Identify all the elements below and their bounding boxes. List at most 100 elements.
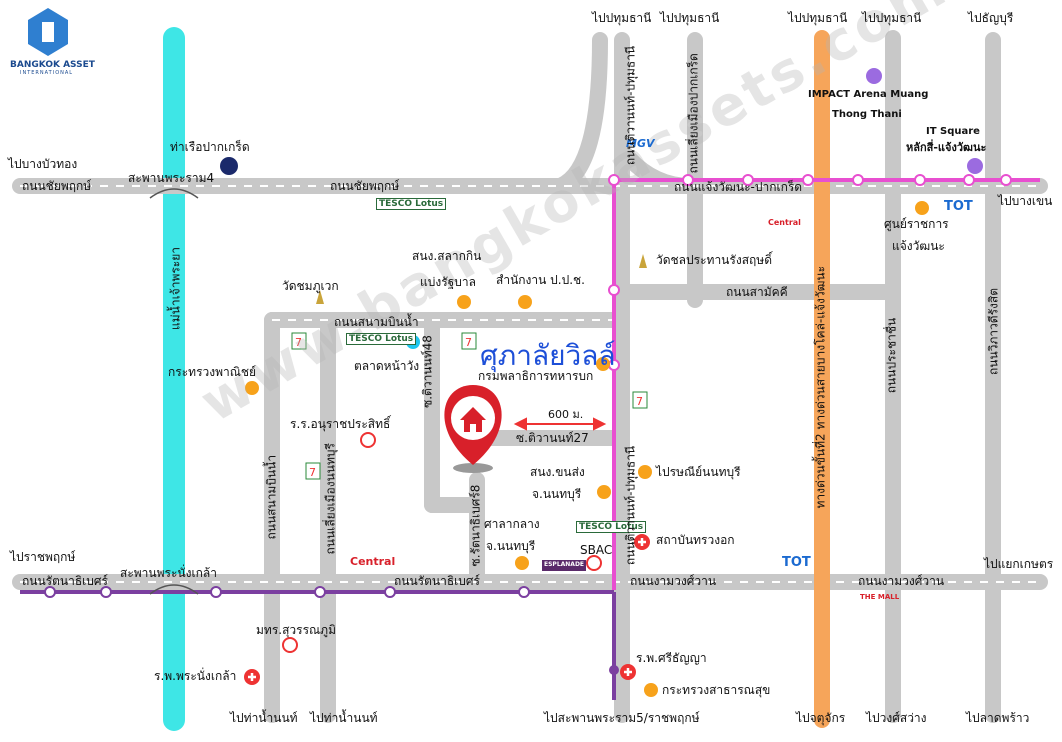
label-pakkret-pier: ท่าเรือปากเกร็ด [170, 140, 250, 154]
label-srithanya: ร.พ.ศรีธัญญา [636, 651, 707, 665]
purple-line [20, 590, 616, 700]
central-logo-2: Central [350, 555, 396, 568]
label-sbac: SBAC [580, 543, 613, 557]
court-dot [515, 556, 529, 570]
the-mall-logo: THE MALL [860, 593, 900, 601]
mgv-logo: MGV [626, 137, 655, 150]
label-commerce-min: กระทรวงพาณิชย์ [168, 365, 257, 379]
label-suan-sunandha: มทร.สุวรรณภูมิ [256, 623, 336, 637]
tiwanon-branch [552, 32, 608, 194]
label-to-ratchaphruek: ไปราชพฤกษ์ [10, 550, 76, 564]
label-laksi: หลักสี่-แจ้งวัฒนะ [906, 141, 987, 154]
label-to-pathum-4: ไปปทุมธานี [862, 11, 922, 25]
it-square-dot [967, 158, 983, 174]
label-vibhavadi-rd: ถนนวิภาวดีรังสิต [986, 288, 1001, 376]
university-icon [282, 637, 298, 653]
poi-dots [245, 201, 929, 697]
label-tiwanon-v2: ถนนติวานนท์-ปทุมธานี [623, 445, 638, 566]
label-chaengwattana: แจ้งวัฒนะ [892, 239, 945, 253]
govt-center-dot [915, 201, 929, 215]
hospital-icons [244, 534, 650, 685]
label-post-office: ไปรษณีย์นนทบุรี [656, 465, 741, 479]
label-school: ร.ร.อนุราชประสิทธิ์ [290, 417, 391, 431]
label-market: ตลาดหน้าวัง [354, 359, 420, 373]
label-sanambinnam-rd: ถนนสนามบินน้ำ [334, 315, 419, 329]
tesco-lotus-3: TESCO Lotus [576, 521, 647, 534]
temple-chonprathan-icon [639, 254, 647, 268]
label-land-office-2: จ.นนทบุรี [532, 487, 582, 501]
label-thong-thani: Thong Thani [832, 109, 902, 120]
tot-logo-2: TOT [782, 555, 811, 570]
nonthaburi-bridge-arc [149, 584, 199, 595]
label-office-ppc: สำนักงาน ป.ป.ช. [496, 273, 585, 287]
label-sanambinnam-v: ถนนสนามบินน้ำ [264, 454, 279, 540]
label-chest-inst: สถาบันทรวงอก [656, 533, 735, 547]
svg-text:7: 7 [295, 336, 302, 349]
label-to-pathum-3: ไปปทุมธานี [788, 11, 848, 25]
label-rama4-bridge: สะพานพระราม4 [128, 171, 215, 185]
label-expressway: ทางด่วนขั้นที่2 ทางด่วนสายบางโคล่-แจ้งวั… [813, 265, 828, 509]
public-health-dot [644, 683, 658, 697]
label-pakkret-bypass: ถนนเลี่ยงเมืองปากเกร็ด [686, 53, 701, 174]
label-wat-chomphuwek: วัดชมภูเวก [282, 279, 339, 293]
label-chaiyaphruek-2: ถนนชัยพฤกษ์ [330, 179, 400, 193]
label-impact: IMPACT Arena Muang [808, 89, 929, 100]
svg-text:7: 7 [636, 395, 643, 408]
label-chaophraya: แม่น้ำเจ้าพระยา [168, 246, 183, 331]
label-land-office-1: สนง.ขนส่ง [530, 465, 585, 479]
distance-label: 600 ม. [548, 408, 584, 421]
land-office-dot [597, 485, 611, 499]
pier-icon [220, 157, 238, 175]
tesco-lotus-2: TESCO Lotus [346, 333, 417, 346]
lottery-dot [457, 295, 471, 309]
label-soi27: ซ.ติวานนท์27 [516, 431, 589, 445]
label-public-health: กระทรวงสาธารณสุข [662, 683, 771, 697]
tot-logo-1: TOT [944, 199, 973, 214]
project-title: ศุภาลัยวิลล์ [480, 339, 616, 372]
label-baeng-ratthaban: แบ่งรัฐบาล [420, 275, 476, 289]
school-icon [360, 432, 376, 448]
ppc-dot [518, 295, 532, 309]
purple-station-end [609, 665, 619, 675]
label-court-1: ศาลากลาง [484, 517, 540, 531]
central-logo-1: Central [768, 218, 801, 227]
label-sanong-salakin: สนง.สลากกิน [412, 249, 482, 263]
commerce-dot [245, 381, 259, 395]
sbac-icon [586, 555, 602, 571]
label-nonthaburi-bridge: สะพานพระนั่งเกล้า [120, 566, 217, 580]
label-to-rama5: ไปสะพานพระราม5/ราชพฤกษ์ [544, 711, 700, 725]
label-to-rangsit: ไปธัญบุรี [968, 11, 1014, 25]
label-to-bangbuathong: ไปบางบัวทอง [8, 157, 78, 171]
label-to-bangkhen: ไปบางเขน [998, 194, 1053, 208]
label-soi48: ซ.ติวานนท์48 [420, 335, 435, 408]
label-samakkhi-rd: ถนนสามัคคี [726, 285, 788, 299]
label-prachachuen-rd: ถนนประชาชื่น [884, 317, 899, 394]
label-chaengwattana-rd: ถนนแจ้งวัฒนะ-ปากเกร็ด [674, 180, 803, 194]
label-veterans: กรมพลาธิการทหารบก [478, 369, 594, 383]
impact-dot [866, 68, 882, 84]
purple-stations [44, 586, 530, 598]
label-govt-center: ศูนย์ราชการ [884, 217, 949, 231]
project-location-pin [444, 385, 502, 473]
road-network [12, 30, 1048, 723]
label-chaiyaphruek-1: ถนนชัยพฤกษ์ [22, 179, 92, 193]
distance-arrow [513, 417, 607, 431]
brand-name: BANGKOK ASSET [10, 60, 95, 70]
svg-text:7: 7 [465, 336, 472, 349]
label-court-2: จ.นนทบุรี [486, 539, 536, 553]
company-logo [28, 8, 68, 56]
label-phranangklao-hosp: ร.พ.พระนั่งเกล้า [154, 669, 237, 683]
label-to-pathum-2: ไปปทุมธานี [660, 11, 720, 25]
label-bypass-v: ถนนเลี่ยงเมืองนนทบุรี [323, 443, 338, 555]
esplanade-logo: ESPLANADE [542, 560, 587, 571]
svg-text:7: 7 [309, 466, 316, 479]
veterans-dot [596, 357, 610, 371]
label-to-tanon-2: ไปท่าน้ำนนท์ [310, 711, 378, 725]
label-to-kaset: ไปแยกเกษตร [984, 557, 1054, 571]
brand-subtitle: INTERNATIONAL [20, 70, 74, 76]
label-rattanathibet-2: ถนนรัตนาธิเบศร์ [394, 574, 480, 588]
post-office-dot [638, 465, 652, 479]
label-to-chatuchak: ไปจตุจักร [796, 711, 846, 725]
tesco-lotus-1: TESCO Lotus [376, 198, 447, 211]
label-it-square: IT Square [926, 126, 980, 137]
